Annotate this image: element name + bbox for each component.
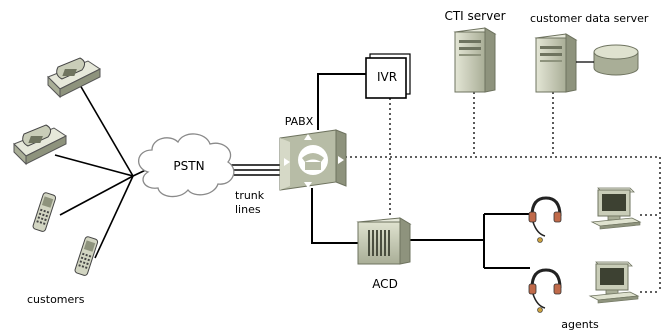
database-disk-icon [593, 44, 639, 76]
computer-workstation-icon [588, 261, 640, 304]
customers-label: customers [27, 293, 85, 306]
computer-workstation-icon [590, 187, 642, 230]
trunk-lines-label-line2: lines [235, 203, 261, 216]
agents-label: agents [561, 318, 599, 331]
ivr-label: IVR [376, 70, 398, 84]
ivr-box-icon [365, 53, 411, 99]
pabx-label: PABX [284, 115, 314, 128]
acd-label: ACD [372, 277, 398, 291]
server-tower-icon [453, 27, 497, 93]
mobile-phone-icon [32, 192, 57, 232]
pabx-switch-icon [279, 129, 347, 191]
data-network-links [340, 92, 661, 293]
cti-server-label: CTI server [444, 9, 506, 23]
server-tower-icon [534, 33, 578, 93]
desk-phone-icon [47, 57, 101, 99]
trunk-lines-label-line1: trunk [235, 189, 265, 202]
customer-lines [54, 84, 151, 259]
headset-icon [528, 268, 562, 313]
mobile-phone-icon [74, 236, 99, 276]
cloud-icon [138, 133, 235, 198]
pstn-label: PSTN [173, 159, 205, 173]
pabx-solid-links [311, 73, 530, 269]
acd-unit-icon [356, 217, 412, 265]
desk-phone-icon [13, 124, 67, 166]
trunk-lines [228, 164, 280, 176]
customer-data-server-label: customer data server [530, 12, 649, 25]
headset-icon [528, 196, 562, 243]
